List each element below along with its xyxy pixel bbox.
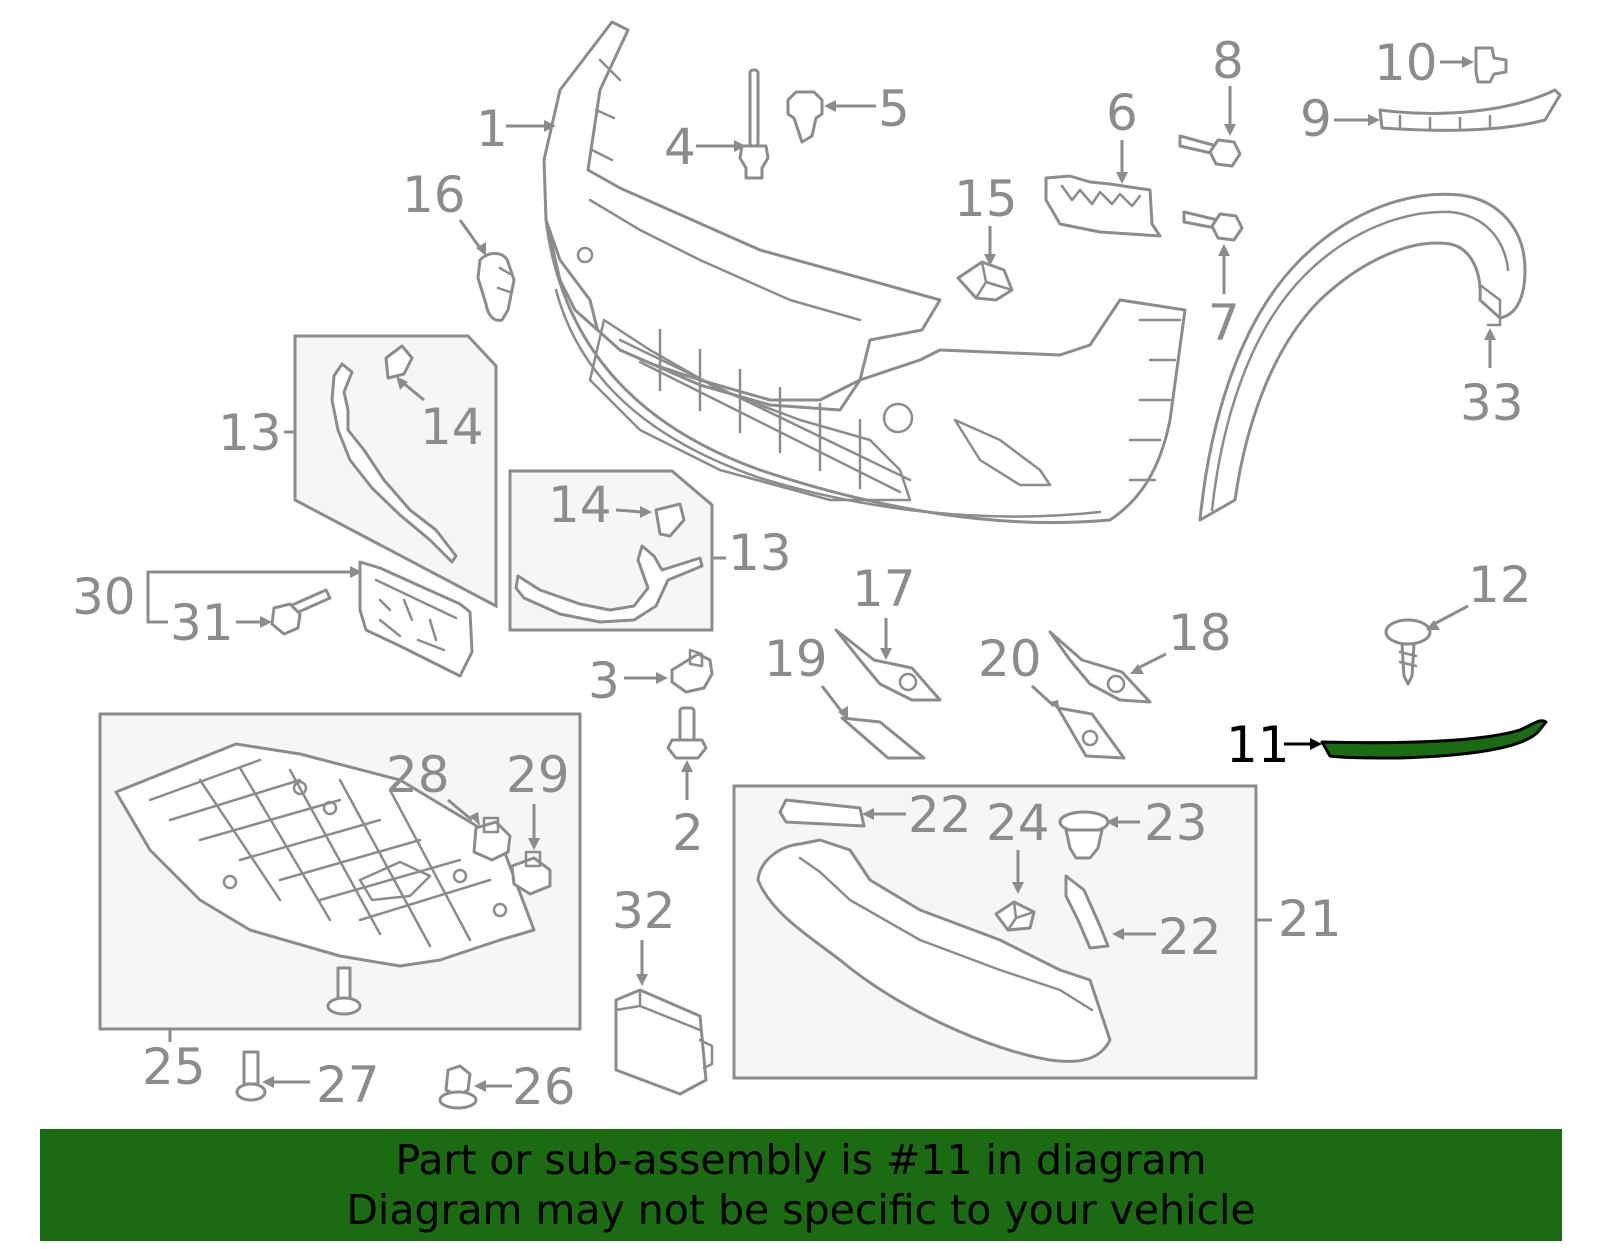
leader-lines bbox=[146, 56, 1496, 1092]
screw-part-12 bbox=[1384, 618, 1432, 686]
undercover-part-25 bbox=[114, 742, 536, 1016]
bolt-part-2 bbox=[666, 706, 708, 760]
callout-16: 16 bbox=[402, 166, 466, 224]
callout-labels: 1 2 3 4 5 6 7 8 9 10 11 12 13 13 14 14 1… bbox=[72, 32, 1532, 1116]
callout-31: 31 bbox=[170, 594, 234, 652]
callout-4: 4 bbox=[664, 118, 696, 176]
clip-part-22-top bbox=[778, 798, 866, 828]
bracket-part-6 bbox=[1044, 174, 1162, 238]
fender-flare-part-33 bbox=[1198, 192, 1527, 522]
sensor-part-32 bbox=[614, 988, 714, 1096]
callout-30: 30 bbox=[72, 568, 136, 626]
molding-part-9 bbox=[1378, 88, 1562, 132]
callout-15: 15 bbox=[954, 170, 1018, 228]
nut-part-24 bbox=[994, 900, 1036, 932]
callout-9: 9 bbox=[1300, 90, 1332, 148]
clip-part-14-left bbox=[384, 344, 414, 380]
callout-26: 26 bbox=[512, 1058, 576, 1116]
callout-14-right: 14 bbox=[548, 476, 612, 534]
callout-13-right: 13 bbox=[728, 524, 792, 582]
callout-24: 24 bbox=[986, 794, 1050, 852]
callout-8: 8 bbox=[1212, 32, 1244, 90]
highlighted-part-11 bbox=[1320, 719, 1548, 760]
cover-part-19 bbox=[840, 716, 926, 760]
nut-part-15 bbox=[956, 260, 1014, 302]
callout-7: 7 bbox=[1208, 294, 1240, 352]
callout-18: 18 bbox=[1168, 604, 1232, 662]
bracket-part-18 bbox=[1048, 630, 1152, 704]
callout-28: 28 bbox=[386, 746, 450, 804]
callout-2: 2 bbox=[672, 804, 704, 862]
callout-22-bottom: 22 bbox=[1158, 908, 1222, 966]
garnish-part-13-left bbox=[330, 362, 458, 564]
banner-line-1: Part or sub-assembly is #11 in diagram bbox=[395, 1136, 1207, 1184]
nut-part-3 bbox=[670, 648, 714, 694]
banner-line-2: Diagram may not be specific to your vehi… bbox=[346, 1186, 1256, 1234]
callout-11: 11 bbox=[1226, 716, 1290, 774]
clip-part-23 bbox=[1058, 810, 1110, 860]
rivet-part-4 bbox=[738, 68, 770, 180]
callout-5: 5 bbox=[878, 80, 910, 138]
bolt-part-8 bbox=[1178, 134, 1242, 168]
clip-part-14-right bbox=[654, 502, 686, 538]
callout-1: 1 bbox=[476, 100, 508, 158]
clip-part-5 bbox=[786, 90, 824, 144]
callout-3: 3 bbox=[588, 652, 620, 710]
bolt-part-31 bbox=[270, 588, 332, 636]
callout-33: 33 bbox=[1460, 374, 1524, 432]
absorber-part-21 bbox=[756, 838, 1112, 1063]
callout-21: 21 bbox=[1278, 890, 1342, 948]
garnish-part-13-right bbox=[514, 544, 704, 624]
bolt-part-7 bbox=[1182, 210, 1244, 242]
callout-27: 27 bbox=[316, 1056, 380, 1114]
bumper-cover-part-1 bbox=[542, 20, 1187, 525]
info-banner: Part or sub-assembly is #11 in diagram D… bbox=[40, 1129, 1562, 1241]
nut-part-28 bbox=[472, 816, 512, 862]
callout-12: 12 bbox=[1468, 556, 1532, 614]
bracket-part-17 bbox=[834, 628, 942, 702]
callout-32: 32 bbox=[612, 882, 676, 940]
callout-10: 10 bbox=[1374, 34, 1438, 92]
clip-part-22-bottom bbox=[1064, 874, 1110, 950]
callout-17: 17 bbox=[852, 560, 916, 618]
bracket-part-16 bbox=[476, 252, 516, 322]
callout-29: 29 bbox=[506, 746, 570, 804]
cover-part-20 bbox=[1056, 706, 1126, 760]
callout-23: 23 bbox=[1144, 794, 1208, 852]
clip-part-26 bbox=[438, 1064, 478, 1110]
callout-6: 6 bbox=[1106, 84, 1138, 142]
bolt-part-27 bbox=[235, 1050, 267, 1102]
clip-part-10 bbox=[1474, 46, 1508, 84]
callout-20: 20 bbox=[978, 630, 1042, 688]
nut-part-29 bbox=[510, 850, 552, 896]
callout-22-top: 22 bbox=[908, 786, 972, 844]
callout-14-left: 14 bbox=[420, 398, 484, 456]
callout-25: 25 bbox=[142, 1038, 206, 1096]
callout-19: 19 bbox=[764, 630, 828, 688]
bracket-part-30 bbox=[358, 560, 474, 678]
callout-13-left: 13 bbox=[218, 404, 282, 462]
